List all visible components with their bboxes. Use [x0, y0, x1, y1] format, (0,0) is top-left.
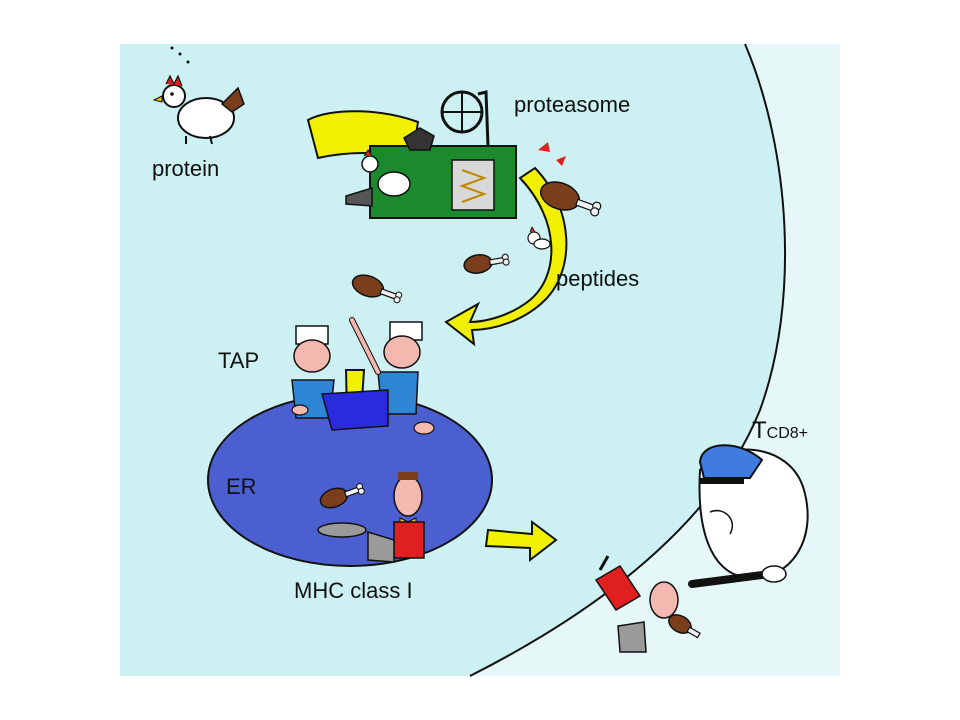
drumstick-icon [319, 483, 365, 509]
drumstick-icon [668, 614, 701, 639]
policeman-icon [688, 444, 809, 588]
thought-dots [170, 46, 190, 64]
label-tap: TAP [218, 348, 259, 373]
label-er: ER [226, 474, 257, 499]
cell-membrane [469, 43, 786, 677]
mhc-figure [317, 472, 425, 563]
label-peptides: peptides [556, 266, 639, 291]
drumstick-icon [351, 274, 403, 304]
mhc-figure [594, 555, 679, 653]
label-mhc-class-i: MHC class I [294, 578, 413, 603]
chef-icon [291, 325, 335, 419]
drumstick-icon [463, 253, 510, 274]
label-proteasome: proteasome [514, 92, 630, 117]
export-arrow [484, 520, 558, 563]
label-tcell-main: T [752, 417, 767, 444]
label-protein: protein [152, 156, 219, 181]
peptides-arrow [444, 166, 568, 347]
chicken-icon [152, 74, 245, 145]
proteasome-machine [345, 90, 566, 219]
label-tcell-sub: CD8+ [767, 425, 808, 442]
label-tcell: TCD8+ [752, 417, 808, 444]
tap-transporter-box [321, 389, 389, 431]
drumstick-icon [539, 181, 602, 217]
chef-icon [349, 317, 435, 435]
chicken-icon [527, 226, 551, 250]
